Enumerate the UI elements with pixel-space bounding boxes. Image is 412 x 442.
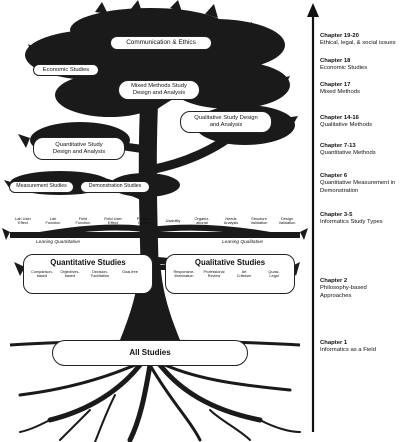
quantitative-studies-title: Quantitative Studies bbox=[50, 258, 126, 267]
chapter-entry: Chapter 18 Economic Studies bbox=[320, 58, 412, 73]
chapter-number: Chapter 17 bbox=[320, 82, 351, 88]
quantitative-item: Comparison- based bbox=[31, 270, 53, 279]
chapter-desc: Mixed Methods bbox=[320, 89, 360, 96]
trunk bbox=[120, 260, 180, 340]
chapter-entry: Chapter 1 Informatics as a Field bbox=[320, 340, 412, 355]
leaf-tips bbox=[4, 0, 298, 192]
chapter-number: Chapter 18 bbox=[320, 58, 351, 64]
approaches-bar bbox=[25, 265, 290, 270]
quantitative-item: Goal-free bbox=[122, 270, 138, 274]
chapter-entry: Chapter 2 Philosophy-based Approaches bbox=[320, 278, 412, 300]
qualitative-item: Art Criticism bbox=[236, 270, 252, 279]
chapter-entry: Chapter 6 Quantitative Measurement in De… bbox=[320, 173, 412, 195]
leaning-qualitative-label: Leaning Qualitative bbox=[222, 240, 264, 245]
study-type: Field User Effect bbox=[104, 216, 122, 226]
study-type: Needs Analysis bbox=[223, 216, 239, 226]
qualitative-design-box: Qualitative Study Design and Analysis bbox=[180, 111, 272, 133]
qualitative-item: Professional Review bbox=[203, 270, 225, 279]
quantitative-item: Objectives- based bbox=[60, 270, 80, 279]
chapter-entry: Chapter 19-20 Ethical, legal, & social i… bbox=[320, 33, 412, 48]
chapter-entry: Chapter 3-5 Informatics Study Types bbox=[320, 212, 412, 227]
study-type: Lab User Effect bbox=[15, 216, 31, 226]
quantitative-design-box: Quantitative Study Design and Analysis bbox=[33, 137, 125, 160]
chapter-number: Chapter 2 bbox=[320, 278, 348, 284]
chapter-desc: Economic Studies bbox=[320, 65, 368, 72]
chapter-number: Chapter 19-20 bbox=[320, 33, 359, 39]
chapter-desc: Philosophy-based Approaches bbox=[320, 285, 367, 299]
study-type: Design Validation bbox=[278, 216, 296, 226]
study-type: Usability bbox=[165, 218, 181, 223]
chapter-desc: Quantitative Measurement in Demonstratio… bbox=[320, 180, 396, 194]
arrow-head-icon bbox=[307, 3, 319, 17]
chapter-desc: Informatics as a Field bbox=[320, 347, 376, 354]
chapter-desc: Quantitative Methods bbox=[320, 150, 376, 157]
chapter-desc: Ethical, legal, & social issues bbox=[320, 40, 396, 47]
leaning-quantitative-label: Leaning Quantitative bbox=[36, 240, 81, 245]
demonstration-studies-box: Demonstration Studies bbox=[80, 181, 150, 193]
study-type: Problem Impact bbox=[136, 216, 152, 226]
chapter-desc: Informatics Study Types bbox=[320, 219, 383, 226]
qualitative-item: Responsive- illumination bbox=[173, 270, 195, 279]
qualitative-studies-box: Qualitative Studies bbox=[165, 254, 295, 294]
mixed-methods-box: Mixed Methods Study Design and Analysis bbox=[118, 80, 200, 100]
chapter-entry: Chapter 14-16 Qualitative Methods bbox=[320, 115, 412, 130]
study-type: Field Function bbox=[75, 216, 91, 226]
chapter-desc: Qualitative Methods bbox=[320, 122, 373, 129]
economic-studies-box: Economic Studies bbox=[33, 64, 99, 76]
chapter-number: Chapter 3-5 bbox=[320, 212, 353, 218]
all-studies-box: All Studies bbox=[52, 340, 248, 366]
measurement-studies-box: Measurement Studies bbox=[9, 181, 74, 193]
chapter-number: Chapter 7-13 bbox=[320, 143, 356, 149]
chapter-number: Chapter 1 bbox=[320, 340, 348, 346]
communication-ethics-box: Communication & Ethics bbox=[110, 36, 212, 50]
chapter-entry: Chapter 17 Mixed Methods bbox=[320, 82, 412, 97]
study-type: Structure Validation bbox=[250, 216, 268, 226]
study-type: Organiz- ational bbox=[194, 216, 210, 226]
chapter-number: Chapter 6 bbox=[320, 173, 348, 179]
chapter-number: Chapter 14-16 bbox=[320, 115, 359, 121]
study-types-bar bbox=[10, 232, 300, 238]
chapter-entry: Chapter 7-13 Quantitative Methods bbox=[320, 143, 412, 158]
qualitative-studies-title: Qualitative Studies bbox=[194, 258, 266, 267]
qualitative-item: Quasi- Legal bbox=[268, 270, 280, 279]
study-type: Lab Function bbox=[45, 216, 61, 226]
quantitative-item: Decision- Facilitation bbox=[90, 270, 110, 279]
roots bbox=[18, 362, 301, 442]
quantitative-studies-box: Quantitative Studies bbox=[23, 254, 153, 294]
